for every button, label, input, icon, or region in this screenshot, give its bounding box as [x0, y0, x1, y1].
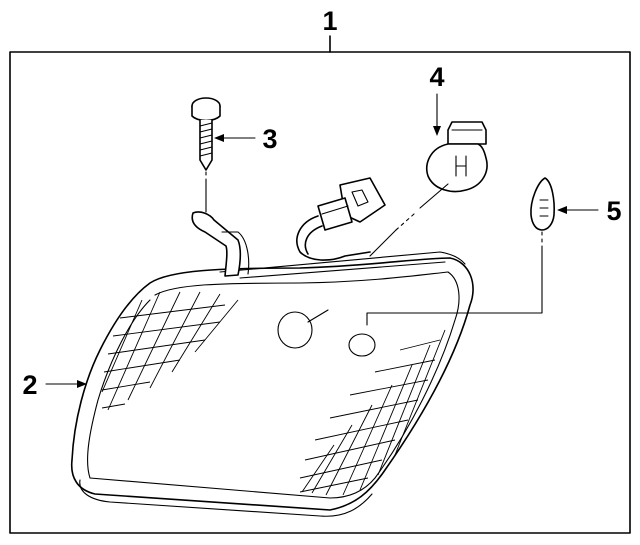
callout-4[interactable]: 4 — [429, 62, 445, 136]
lamp-housing — [70, 211, 474, 517]
screw — [191, 97, 221, 213]
lens-hatch-left — [101, 291, 239, 411]
lens-hatch-right — [299, 329, 446, 496]
bulb — [369, 121, 488, 257]
callout-5[interactable]: 5 — [557, 196, 622, 226]
socket-leader — [307, 309, 329, 323]
assembly-frame — [9, 51, 631, 534]
callout-3[interactable]: 3 — [214, 124, 278, 154]
callout-5-label: 5 — [606, 196, 621, 226]
callout-3-label: 3 — [262, 124, 277, 154]
wire-connector — [296, 177, 386, 261]
callout-1-label: 1 — [322, 6, 337, 36]
wedge-bulb — [366, 177, 555, 326]
callout-4-label: 4 — [429, 62, 444, 92]
callout-2[interactable]: 2 — [22, 370, 87, 400]
callout-2-label: 2 — [22, 370, 37, 400]
callout-1[interactable]: 1 — [322, 6, 338, 53]
